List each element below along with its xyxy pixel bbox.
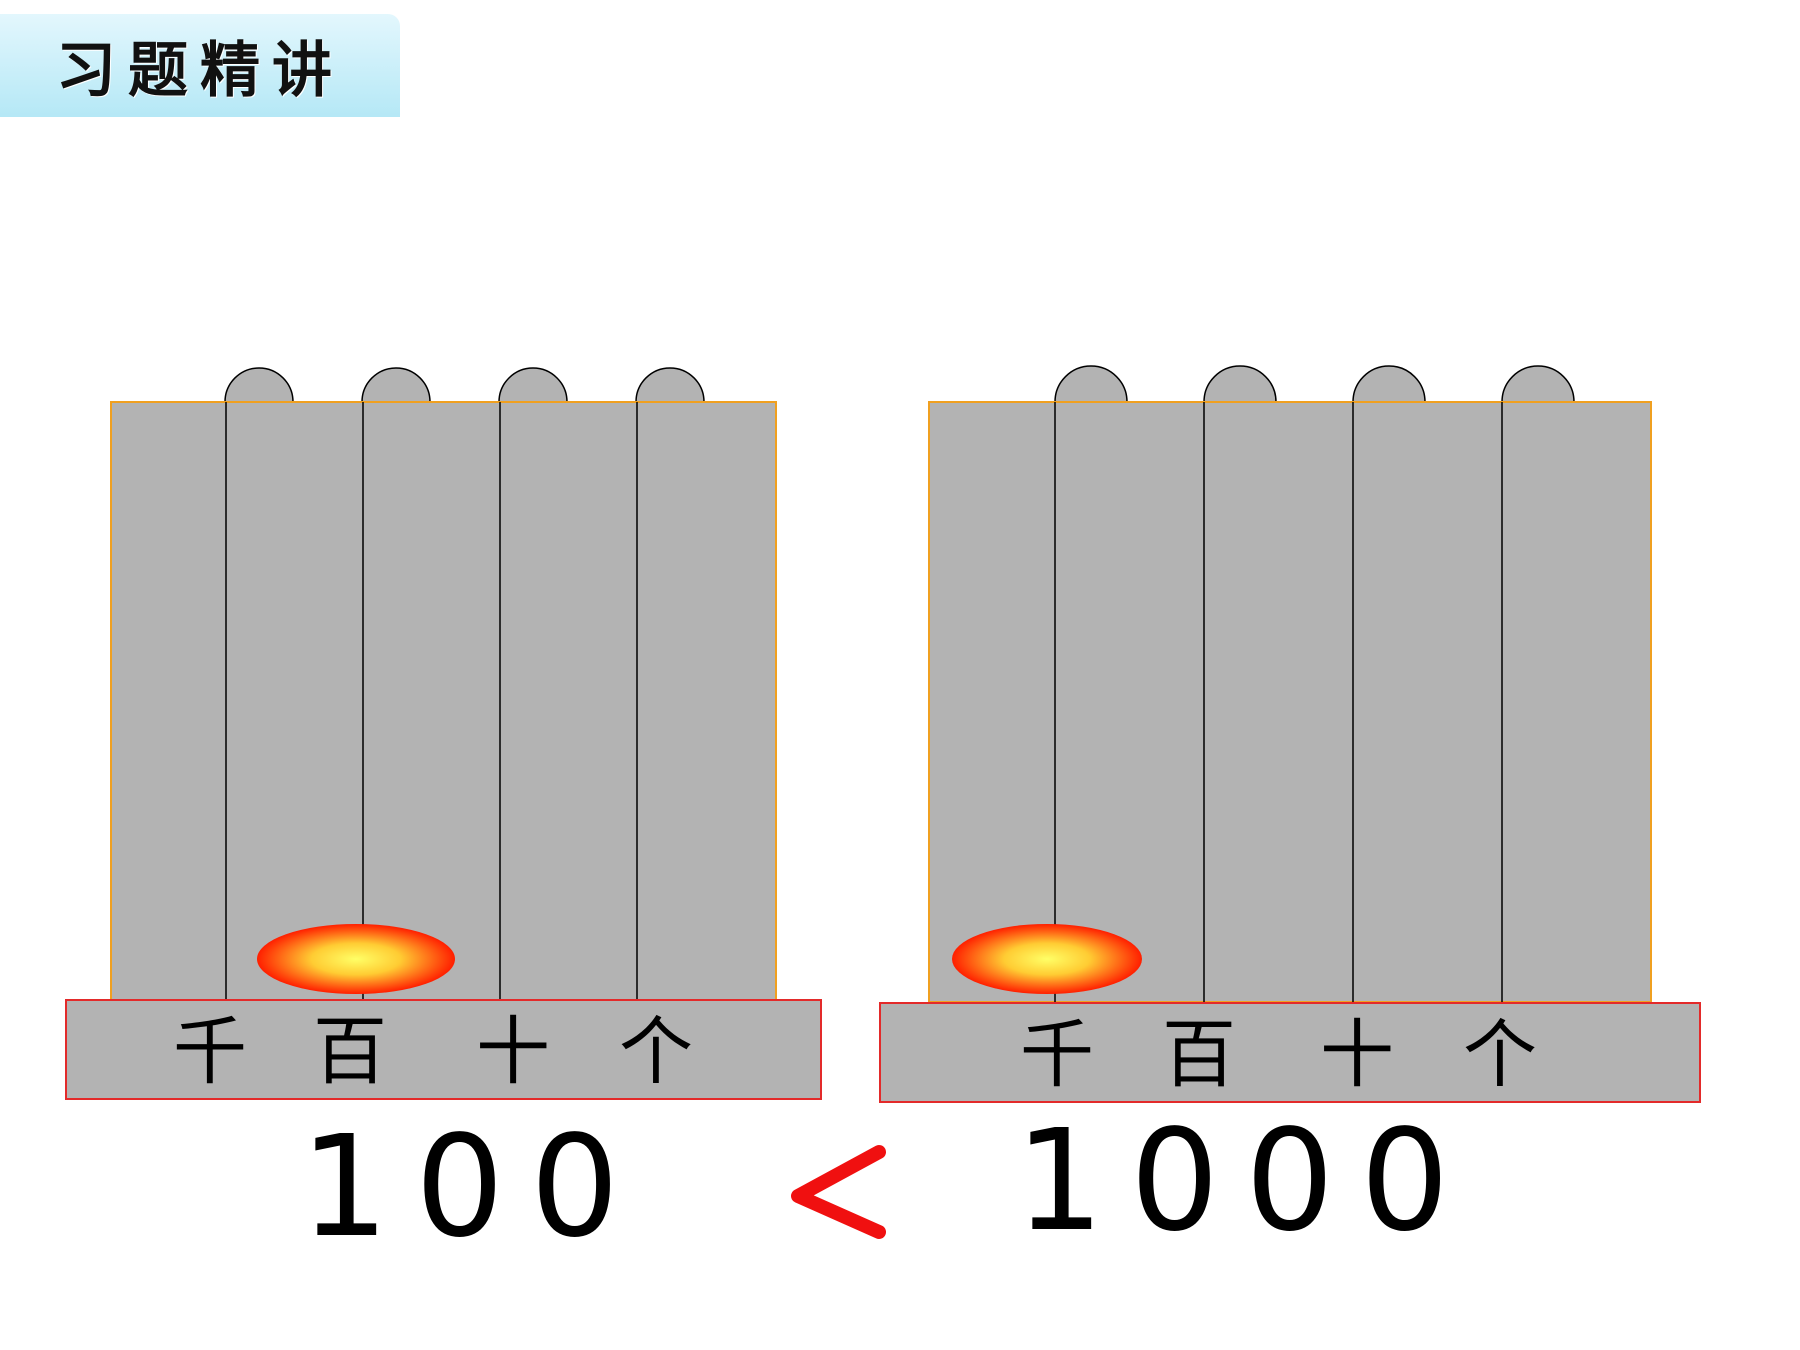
less-than-icon	[791, 1145, 886, 1239]
right-place-label-thousands: 千	[1020, 1012, 1094, 1098]
right-bead-thousands	[952, 924, 1142, 994]
right-rod-cap-thousands	[1054, 365, 1128, 403]
right-number: 1000	[1015, 1100, 1476, 1263]
left-bead-hundreds	[257, 924, 455, 994]
left-rod-cap-tens	[498, 367, 568, 403]
right-rod-cap-ones	[1501, 365, 1575, 403]
left-rod-cap-hundreds	[361, 367, 431, 403]
left-abacus-board	[110, 401, 777, 1003]
left-place-label-tens: 十	[476, 1009, 550, 1095]
left-place-label-hundreds: 百	[313, 1009, 387, 1095]
left-number: 100	[300, 1106, 646, 1269]
left-place-label-thousands: 千	[173, 1009, 247, 1095]
right-place-label-tens: 十	[1320, 1012, 1394, 1098]
left-rod-cap-ones	[635, 367, 705, 403]
right-place-label-ones: 个	[1463, 1012, 1537, 1098]
right-rod-cap-hundreds	[1203, 365, 1277, 403]
section-title-tab: 习题精讲	[0, 14, 400, 117]
right-rod-cap-tens	[1352, 365, 1426, 403]
left-place-label-ones: 个	[619, 1009, 693, 1095]
section-title: 习题精讲	[56, 36, 344, 106]
right-abacus-board	[928, 401, 1652, 1003]
left-rod-cap-thousands	[224, 367, 294, 403]
right-place-label-hundreds: 百	[1162, 1012, 1236, 1098]
